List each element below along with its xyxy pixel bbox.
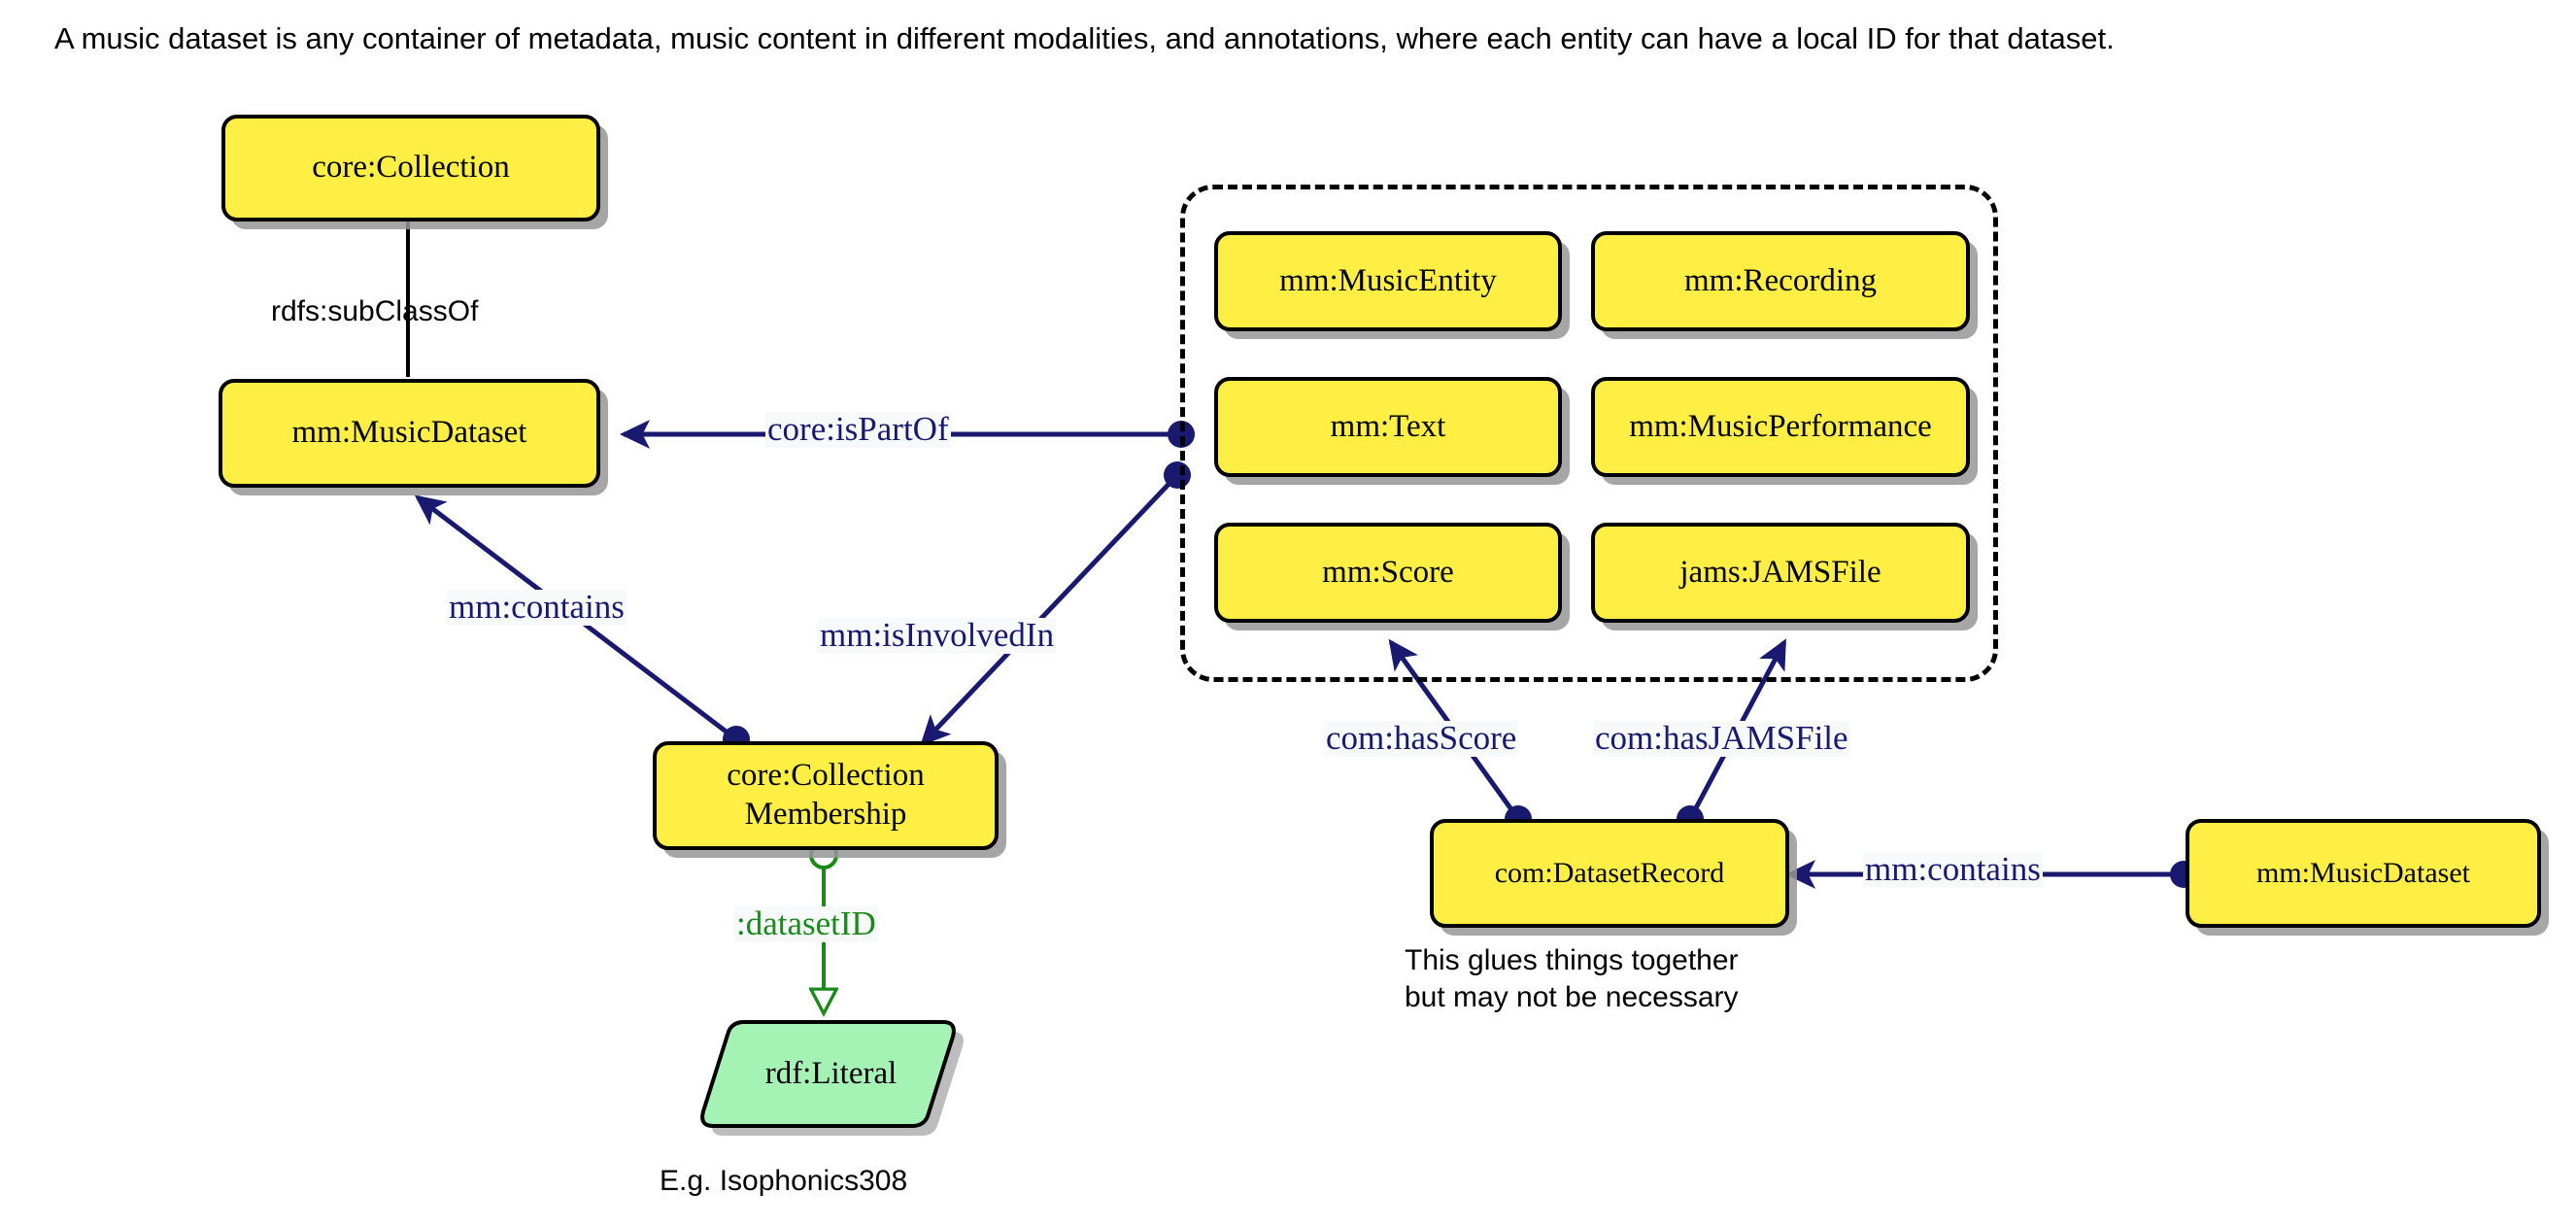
annotation-literal-example: E.g. Isophonics308 [660, 1165, 908, 1197]
edge-label-mm-isinvolvedin: mm:isInvolvedIn [818, 616, 1057, 654]
edge-label-mm-contains-left: mm:contains [447, 588, 627, 626]
node-mm-musicdataset-right[interactable]: mm:MusicDataset [2186, 819, 2541, 928]
node-mm-recording[interactable]: mm:Recording [1591, 231, 1970, 331]
page-caption: A music dataset is any container of meta… [54, 21, 2115, 55]
edge-mm-isinvolvedin [920, 461, 1191, 746]
node-label: rdf:Literal [764, 1056, 898, 1091]
edge-label-com-hasscore: com:hasScore [1324, 719, 1519, 757]
node-label: mm:MusicDataset [291, 415, 527, 451]
node-jams-jamsfile[interactable]: jams:JAMSFile [1591, 523, 1970, 623]
node-mm-musicentity[interactable]: mm:MusicEntity [1214, 231, 1562, 331]
node-rdf-literal[interactable]: rdf:Literal [699, 1018, 964, 1136]
node-label: mm:Text [1330, 408, 1446, 444]
node-label: core:Collection [312, 150, 510, 186]
edge-label-datasetid: :datasetID [734, 904, 878, 942]
edge-label-mm-contains-right: mm:contains [1863, 850, 2043, 888]
node-label: mm:MusicEntity [1279, 262, 1497, 298]
node-label-line1: core:Collection [727, 758, 925, 794]
node-label: jams:JAMSFile [1679, 554, 1881, 590]
edge-label-com-hasjamsfile: com:hasJAMSFile [1593, 719, 1850, 757]
node-label: mm:MusicPerformance [1629, 408, 1932, 444]
node-core-collection[interactable]: core:Collection [221, 115, 600, 222]
node-label: mm:Score [1322, 554, 1454, 590]
edge-label-rdfs-subclassof: rdfs:subClassOf [271, 295, 479, 327]
modality-group-container [1180, 185, 1998, 682]
node-com-datasetrecord[interactable]: com:DatasetRecord [1430, 819, 1789, 928]
annotation-glue-note-line2: but may not be necessary [1405, 981, 1739, 1013]
node-mm-musicperformance[interactable]: mm:MusicPerformance [1591, 377, 1970, 477]
node-mm-text[interactable]: mm:Text [1214, 377, 1562, 477]
edge-label-core-ispartof: core:isPartOf [765, 410, 951, 448]
annotation-glue-note-line1: This glues things together [1405, 944, 1739, 976]
node-mm-musicdataset-left[interactable]: mm:MusicDataset [219, 379, 600, 488]
node-mm-score[interactable]: mm:Score [1214, 523, 1562, 623]
node-label: mm:MusicDataset [2256, 856, 2470, 889]
node-label: com:DatasetRecord [1494, 856, 1725, 889]
literal-shape [700, 1020, 956, 1128]
node-core-collection-membership[interactable]: core:Collection Membership [653, 741, 999, 850]
node-label: mm:Recording [1684, 262, 1877, 298]
node-label-line2: Membership [744, 797, 907, 832]
